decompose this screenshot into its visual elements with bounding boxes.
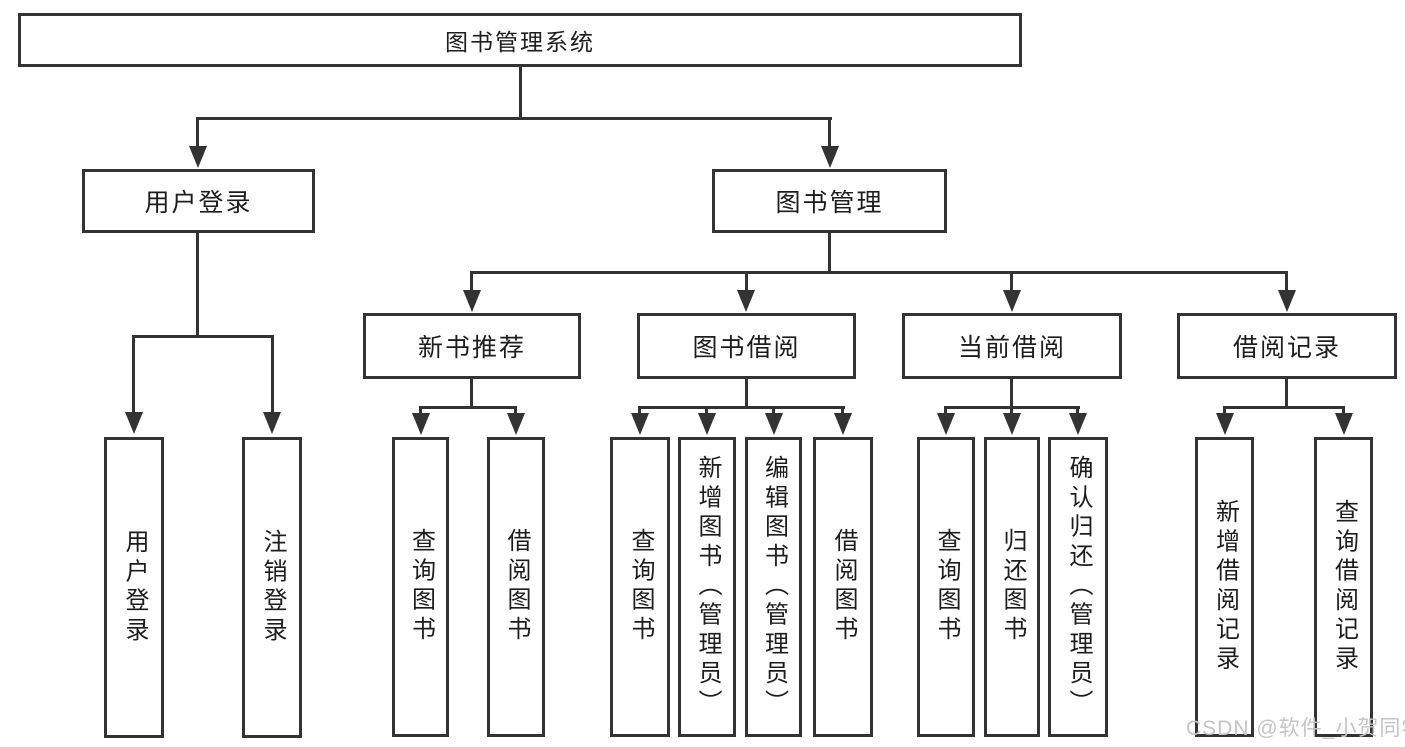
- connector-line: [705, 406, 708, 416]
- connector-line: [828, 117, 831, 150]
- node-new-book-recommend: 新书推荐: [363, 313, 581, 379]
- connector-line: [1010, 379, 1013, 408]
- connector-line: [519, 67, 522, 118]
- arrowhead-icon: [189, 146, 207, 168]
- arrowhead-icon: [1278, 290, 1296, 312]
- leaf-borrow-books-recommend: 借阅图书: [487, 437, 545, 737]
- arrowhead-icon: [821, 146, 839, 168]
- connector-line: [1223, 406, 1226, 416]
- connector-line: [1285, 271, 1288, 293]
- connector-line: [271, 335, 274, 415]
- leaf-query-books-current: 查询图书: [917, 437, 975, 737]
- leaf-add-books-admin: 新增图书（管理员）: [678, 437, 736, 737]
- leaf-logout: 注销登录: [242, 437, 302, 738]
- connector-line: [638, 406, 641, 416]
- connector-line: [1342, 406, 1345, 416]
- arrowhead-icon: [1003, 290, 1021, 312]
- arrowhead-icon: [737, 290, 755, 312]
- connector-line: [514, 406, 517, 416]
- connector-line: [772, 406, 775, 416]
- csdn-watermark: CSDN @软件_小贺同学: [1186, 717, 1405, 740]
- node-user-login: 用户登录: [82, 169, 315, 233]
- leaf-confirm-return-admin: 确认归还（管理员）: [1048, 437, 1108, 737]
- arrowhead-icon: [937, 413, 955, 435]
- node-borrow-records: 借阅记录: [1177, 313, 1397, 379]
- connector-line: [196, 117, 199, 150]
- connector-line: [470, 271, 1288, 274]
- arrowhead-icon: [507, 413, 525, 435]
- arrowhead-icon: [463, 290, 481, 312]
- connector-line: [419, 406, 422, 416]
- connector-line: [828, 233, 831, 273]
- node-current-borrow: 当前借阅: [902, 313, 1122, 379]
- connector-line: [745, 379, 748, 408]
- arrowhead-icon: [1003, 413, 1021, 435]
- connector-line: [470, 379, 473, 408]
- connector-line: [745, 271, 748, 293]
- arrowhead-icon: [263, 412, 281, 434]
- node-book-borrow: 图书借阅: [637, 313, 856, 379]
- connector-line: [196, 233, 199, 337]
- arrowhead-icon: [1335, 413, 1353, 435]
- connector-line: [132, 335, 135, 415]
- leaf-add-borrow-record: 新增借阅记录: [1195, 437, 1254, 737]
- leaf-query-books-recommend: 查询图书: [392, 437, 449, 737]
- connector-line: [197, 117, 832, 120]
- node-library-system: 图书管理系统: [18, 13, 1022, 67]
- connector-line: [944, 406, 947, 416]
- leaf-user-login: 用户登录: [104, 437, 164, 738]
- arrowhead-icon: [698, 413, 716, 435]
- arrowhead-icon: [125, 412, 143, 434]
- arrowhead-icon: [631, 413, 649, 435]
- leaf-borrow-books: 借阅图书: [813, 437, 873, 737]
- arrowhead-icon: [1216, 413, 1234, 435]
- arrowhead-icon: [765, 413, 783, 435]
- connector-line: [1076, 406, 1079, 416]
- connector-line: [132, 335, 273, 338]
- connector-line: [638, 406, 845, 409]
- leaf-edit-books-admin: 编辑图书（管理员）: [745, 437, 802, 737]
- arrowhead-icon: [834, 413, 852, 435]
- leaf-return-books: 归还图书: [984, 437, 1040, 737]
- leaf-query-borrow-record: 查询借阅记录: [1314, 437, 1373, 737]
- connector-line: [841, 406, 844, 416]
- leaf-query-books-borrow: 查询图书: [610, 437, 670, 737]
- connector-line: [1285, 379, 1288, 408]
- arrowhead-icon: [1069, 413, 1087, 435]
- connector-line: [419, 406, 517, 409]
- connector-line: [1223, 406, 1345, 409]
- connector-line: [1010, 406, 1013, 416]
- node-book-management: 图书管理: [712, 169, 947, 233]
- connector-line: [1010, 271, 1013, 293]
- arrowhead-icon: [412, 413, 430, 435]
- connector-line: [470, 271, 473, 293]
